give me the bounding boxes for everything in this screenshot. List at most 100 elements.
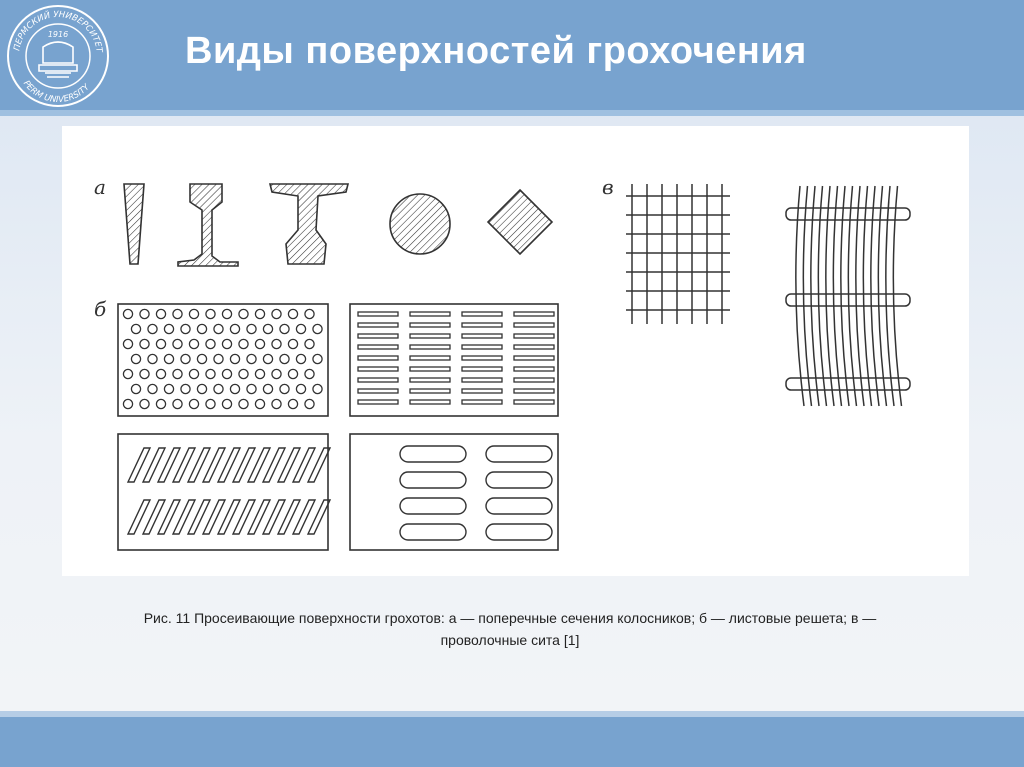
round-hole xyxy=(122,338,134,350)
round-hole xyxy=(246,383,257,395)
university-logo: ПЕРМСКИЙ УНИВЕРСИТЕТ PERM UNIVERSITY 191… xyxy=(7,5,109,107)
comb-slot xyxy=(461,344,503,350)
round-hole xyxy=(163,323,175,335)
figure-caption: Рис. 11 Просеивающие поверхности грохото… xyxy=(90,607,930,651)
round-hole xyxy=(262,323,274,335)
round-hole xyxy=(205,398,216,410)
oval-slot xyxy=(399,471,467,489)
diagonal-slot xyxy=(291,447,317,483)
comb-slot xyxy=(409,322,451,328)
comb-slot xyxy=(357,344,399,350)
round-hole xyxy=(130,383,142,395)
parallel-wire xyxy=(892,185,903,407)
round-hole xyxy=(287,308,299,320)
comb-slot xyxy=(409,311,451,317)
round-hole xyxy=(295,323,307,335)
round-hole xyxy=(246,323,257,335)
round-hole xyxy=(205,338,216,350)
round-hole xyxy=(122,308,134,320)
comb-slot xyxy=(357,366,399,372)
diagonal-slot xyxy=(171,447,197,483)
diagonal-slot xyxy=(171,499,197,535)
round-hole xyxy=(287,398,299,410)
comb-slot xyxy=(409,388,451,394)
diagonal-slot xyxy=(291,499,317,535)
parallel-wire xyxy=(885,185,895,407)
parallel-wire xyxy=(855,185,865,407)
round-hole xyxy=(238,368,249,380)
round-hole xyxy=(271,398,282,410)
comb-slot xyxy=(357,399,399,405)
round-hole xyxy=(180,383,191,395)
round-hole xyxy=(246,353,257,365)
round-hole xyxy=(213,323,224,335)
round-hole xyxy=(271,338,282,350)
round-hole xyxy=(238,398,249,410)
round-hole xyxy=(304,398,315,410)
parallel-wire xyxy=(817,185,828,407)
comb-slot xyxy=(357,355,399,361)
round-hole xyxy=(221,308,233,320)
round-holes xyxy=(122,308,323,410)
round-hole xyxy=(122,398,134,410)
comb-slot xyxy=(461,322,503,328)
round-hole xyxy=(229,323,241,335)
comb-slot xyxy=(513,388,555,394)
round-hole xyxy=(312,383,323,395)
round-hole xyxy=(196,323,208,335)
round-hole xyxy=(295,383,307,395)
logo-year: 1916 xyxy=(48,30,68,39)
parallel-wire xyxy=(840,185,850,407)
diagonal-slot xyxy=(156,499,182,535)
round-hole xyxy=(163,383,175,395)
round-hole xyxy=(213,353,224,365)
bar-section-rail xyxy=(177,183,239,267)
comb-slot xyxy=(409,355,451,361)
diagonal-slot xyxy=(246,499,272,535)
comb-slot xyxy=(357,388,399,394)
round-hole xyxy=(221,368,233,380)
parallel-wire xyxy=(862,185,873,407)
round-hole xyxy=(271,368,282,380)
round-hole xyxy=(139,338,150,350)
comb-slot xyxy=(513,366,555,372)
comb-slot xyxy=(357,311,399,317)
comb-slot xyxy=(461,333,503,339)
round-hole xyxy=(147,323,158,335)
round-hole xyxy=(262,353,274,365)
label-v: в xyxy=(602,175,614,199)
screening-surfaces-figure: а б в xyxy=(94,175,911,551)
round-hole xyxy=(155,308,167,320)
round-hole xyxy=(287,368,299,380)
diagonal-slot xyxy=(216,499,242,535)
diagonal-slot xyxy=(216,447,242,483)
oval-slot-sieve xyxy=(349,433,559,551)
round-hole xyxy=(254,338,266,350)
slot-sieve-comb xyxy=(349,303,559,417)
round-hole xyxy=(254,308,266,320)
comb-slot xyxy=(513,333,555,339)
round-hole xyxy=(139,368,150,380)
comb-slots xyxy=(357,311,555,405)
diagonal-slot xyxy=(201,499,227,535)
round-hole xyxy=(229,383,241,395)
parallel-wire xyxy=(877,185,888,407)
oval-slot xyxy=(485,523,553,541)
round-hole xyxy=(155,398,167,410)
round-hole xyxy=(279,353,290,365)
footer-divider xyxy=(0,711,1024,717)
diagonal-slot xyxy=(276,499,302,535)
caption-line-1: Рис. 11 Просеивающие поверхности грохото… xyxy=(143,610,877,626)
oval-slot xyxy=(485,471,553,489)
bar-section-round xyxy=(389,193,451,255)
oval-slot xyxy=(399,445,467,463)
round-hole xyxy=(205,308,216,320)
bar-section-wedge xyxy=(123,183,145,265)
comb-slot xyxy=(357,377,399,383)
round-hole xyxy=(172,308,183,320)
cross-rod xyxy=(785,207,911,221)
round-hole xyxy=(196,383,208,395)
comb-slot xyxy=(409,366,451,372)
parallel-wire xyxy=(795,185,805,407)
round-hole xyxy=(163,353,175,365)
